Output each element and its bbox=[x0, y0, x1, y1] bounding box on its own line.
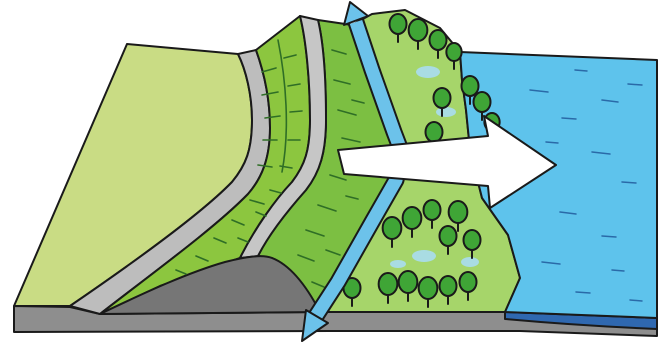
tree-group bbox=[342, 13, 501, 308]
tree bbox=[447, 200, 469, 232]
tree-crown bbox=[428, 29, 448, 51]
tree bbox=[381, 216, 403, 248]
tree bbox=[377, 272, 399, 304]
tree bbox=[438, 275, 458, 305]
tree-crown bbox=[458, 271, 478, 293]
tree bbox=[407, 18, 429, 50]
puddle bbox=[436, 107, 456, 117]
water-front-face bbox=[504, 311, 658, 330]
tree-crown bbox=[417, 276, 439, 300]
tree-crown bbox=[438, 225, 458, 247]
double-arrow-head-up bbox=[343, 1, 369, 26]
tree bbox=[388, 13, 408, 43]
tree bbox=[432, 87, 452, 117]
tree-crown bbox=[401, 206, 423, 230]
puddle bbox=[416, 66, 440, 78]
tree bbox=[397, 270, 419, 302]
puddle bbox=[390, 260, 406, 268]
tree-crown bbox=[397, 270, 419, 294]
water-ripples bbox=[529, 69, 643, 302]
tree bbox=[445, 42, 463, 70]
inner-slope-hatching bbox=[175, 39, 303, 275]
tree-crown bbox=[460, 75, 480, 97]
tree bbox=[460, 75, 480, 105]
tree bbox=[438, 225, 458, 255]
tree bbox=[458, 271, 478, 301]
tree-crown bbox=[424, 121, 444, 143]
tree-crown bbox=[381, 216, 403, 240]
tree-crown bbox=[472, 91, 492, 113]
double-arrow-head-down bbox=[301, 309, 329, 342]
tree-crown bbox=[422, 199, 442, 221]
puddle bbox=[461, 257, 479, 267]
ground-mound bbox=[99, 255, 321, 315]
tree-crown bbox=[462, 229, 482, 251]
puddle bbox=[412, 250, 436, 262]
arrow-right-icon bbox=[337, 115, 557, 209]
tree-crown bbox=[447, 200, 469, 224]
tree-crown bbox=[407, 18, 429, 42]
tree-crown bbox=[445, 42, 463, 62]
river-water bbox=[459, 51, 658, 319]
outer-slope-hatching bbox=[297, 49, 369, 288]
tree bbox=[417, 276, 439, 308]
tree-crown bbox=[438, 275, 458, 297]
tree-crown bbox=[432, 87, 452, 109]
tree-crown bbox=[388, 13, 408, 35]
tree-crown bbox=[377, 272, 399, 296]
tree bbox=[428, 29, 448, 59]
tree bbox=[401, 206, 423, 238]
tree bbox=[472, 91, 492, 121]
tree bbox=[422, 199, 442, 229]
tree bbox=[462, 229, 482, 259]
